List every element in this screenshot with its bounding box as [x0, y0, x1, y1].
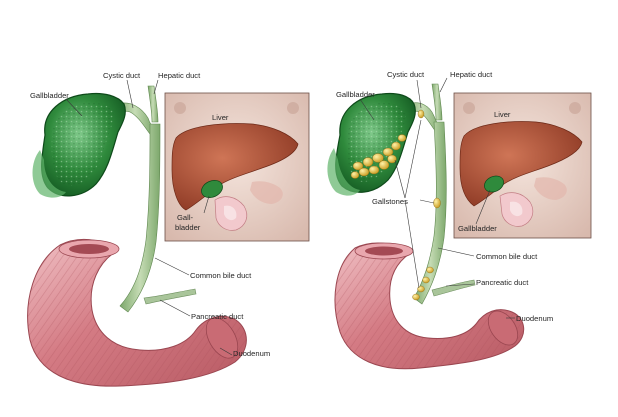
gallstone-hepatic-duct [433, 197, 441, 209]
left-label-gallbladder: Gallbladder [30, 91, 69, 100]
left-label-pancreatic-duct: Pancreatic duct [191, 312, 244, 321]
right-gallbladder [327, 92, 416, 196]
right-label-cystic-duct: Cystic duct [387, 70, 425, 79]
left-pancreatic-duct [143, 288, 197, 305]
left-label-cystic-duct: Cystic duct [103, 71, 141, 80]
right-inset [453, 92, 592, 239]
left-inset-label-gall-2: bladder [175, 223, 201, 232]
left-leader-lines [65, 79, 233, 356]
left-inset-label-liver: Liver [212, 113, 229, 122]
right-label-gallbladder: Gallbladder [336, 90, 375, 99]
gallstones-in-gallbladder [350, 134, 407, 179]
right-duodenum [334, 242, 525, 370]
right-pancreatic-duct [431, 279, 476, 297]
right-label-common-bile-duct: Common bile duct [476, 252, 538, 261]
right-inset-gallbladder [484, 175, 504, 193]
right-label-duodenum: Duodenum [516, 314, 553, 323]
gallstone-cystic-duct [417, 109, 425, 119]
right-label-pancreatic-duct: Pancreatic duct [476, 278, 529, 287]
right-labels: Gallbladder Cystic duct Hepatic duct Gal… [336, 70, 553, 323]
right-label-hepatic-duct: Hepatic duct [450, 70, 493, 79]
left-inset [164, 92, 310, 242]
left-duodenum [27, 238, 247, 387]
gallstones-lower-duct [412, 266, 434, 301]
right-label-gallstones: Gallstones [372, 197, 408, 206]
left-label-hepatic-duct: Hepatic duct [158, 71, 201, 80]
right-inset-label-gallbladder: Gallbladder [458, 224, 497, 233]
right-inset-label-liver: Liver [494, 110, 511, 119]
right-gallstones [350, 109, 441, 301]
right-leader-lines [359, 77, 515, 319]
right-panel: Gallbladder Cystic duct Hepatic duct Gal… [327, 70, 592, 370]
left-gallbladder [32, 92, 126, 198]
left-inset-label-gall-1: Gall- [177, 213, 194, 222]
left-inset-gallbladder [201, 180, 223, 198]
left-panel: Gallbladder Cystic duct Hepatic duct Liv… [27, 71, 310, 387]
left-label-common-bile-duct: Common bile duct [190, 271, 252, 280]
left-label-duodenum: Duodenum [233, 349, 270, 358]
left-labels: Gallbladder Cystic duct Hepatic duct Liv… [30, 71, 270, 358]
